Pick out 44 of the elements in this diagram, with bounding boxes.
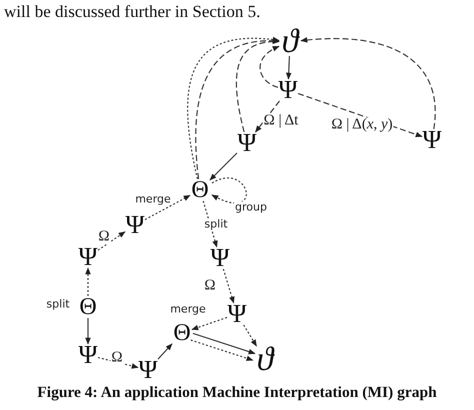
- node-note: split: [45, 298, 71, 310]
- arrow: [222, 268, 234, 304]
- node-symbol: Ψ: [78, 246, 98, 268]
- edge-label: merge: [134, 194, 172, 204]
- node-symbol: Ψ: [210, 247, 230, 269]
- arrow: [158, 343, 172, 360]
- node-symbol: Ψ: [138, 359, 158, 381]
- arrow: [211, 177, 247, 204]
- arrow: [191, 316, 228, 330]
- node-symbol: ϑ: [254, 346, 276, 374]
- arrow: [98, 356, 139, 369]
- arrow: [85, 267, 91, 296]
- node-symbol: Ψ: [278, 79, 298, 101]
- node-symbol: Θ: [172, 322, 192, 344]
- node-symbol: Θ: [78, 296, 98, 318]
- arrow: [144, 194, 191, 220]
- edge-label: merge: [169, 304, 207, 314]
- arrow: [192, 332, 256, 354]
- arrow: [236, 38, 280, 132]
- edge-label: Ω: [97, 230, 111, 244]
- arrow: [210, 152, 238, 180]
- node-symbol: Ψ: [422, 129, 442, 151]
- arrow: [243, 324, 257, 347]
- node-symbol: Θ: [190, 179, 210, 201]
- arrow: [286, 56, 292, 80]
- figure-caption: Figure 4: An application Machine Interpretation (MI) graph: [36, 384, 438, 402]
- edge-label: split: [203, 218, 229, 230]
- node-symbol: ϑ: [279, 28, 301, 56]
- node-symbol: Ψ: [125, 214, 145, 236]
- arrow: [190, 340, 254, 361]
- arrow: [85, 318, 91, 345]
- arrow: [260, 46, 280, 88]
- arrow: [255, 100, 280, 133]
- edge-label: Ω: [110, 350, 124, 366]
- node-symbol: Ψ: [78, 344, 98, 366]
- edge-label: Ω | Δ(x, y): [330, 118, 394, 132]
- node-symbol: Ψ: [227, 303, 247, 325]
- arrow: [98, 231, 126, 251]
- node-symbol: Ψ: [237, 132, 257, 154]
- edge-label: group: [234, 202, 268, 212]
- arrow: [300, 37, 436, 130]
- body-text: will be discussed further in Section 5.: [4, 2, 260, 22]
- arrow: [202, 200, 218, 248]
- edge-label: Ω | Δt: [262, 114, 300, 128]
